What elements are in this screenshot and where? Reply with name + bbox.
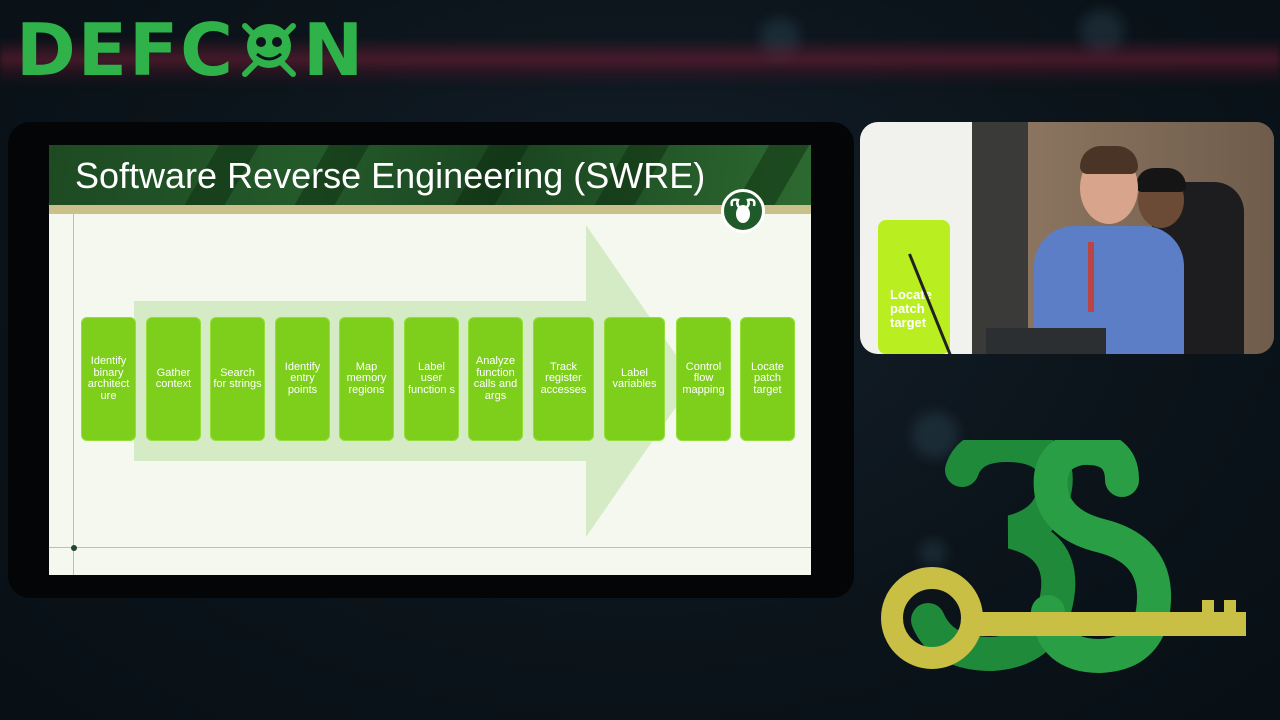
logo-text-left: DEFC (16, 8, 235, 92)
step-gather-context: Gather context (146, 317, 201, 441)
podium (986, 328, 1106, 354)
step-control-flow-mapping: Control flow mapping (676, 317, 731, 441)
step-analyze-function-calls: Analyze function calls and args (468, 317, 523, 441)
background-wave (0, 38, 1280, 86)
defcon-38-key-logo-icon (881, 440, 1246, 674)
guide-line-horizontal (49, 547, 811, 548)
bokeh-light (920, 540, 946, 566)
background-slide-text: Locate patch target (890, 287, 932, 330)
step-track-register-accesses: Track register accesses (533, 317, 594, 441)
step-identify-entry-points: Identify entry points (275, 317, 330, 441)
defcon-logo: DEFC N (16, 12, 365, 88)
presentation-slide: Software Reverse Engineering (SWRE) Iden… (49, 145, 811, 575)
step-label-user-functions: Label user function s (404, 317, 459, 441)
step-locate-patch-target: Locate patch target (740, 317, 795, 441)
step-map-memory-regions: Map memory regions (339, 317, 394, 441)
step-label-variables: Label variables (604, 317, 665, 441)
speaker-camera-feed: Locate patch target (860, 122, 1274, 354)
slide-title: Software Reverse Engineering (SWRE) (75, 155, 706, 196)
step-search-strings: Search for strings (210, 317, 265, 441)
ram-logo-icon (721, 189, 765, 233)
header-accent-bar (49, 205, 811, 214)
guide-line-vertical (73, 214, 74, 575)
step-identify-architecture: Identify binary architect ure (81, 317, 136, 441)
bokeh-light (912, 412, 958, 458)
guide-dot (71, 545, 77, 551)
background-slide-fragment: Locate patch target (878, 220, 950, 354)
skull-crossbones-icon (237, 16, 301, 93)
logo-text-right: N (302, 8, 366, 92)
slide-header: Software Reverse Engineering (SWRE) (49, 145, 811, 205)
